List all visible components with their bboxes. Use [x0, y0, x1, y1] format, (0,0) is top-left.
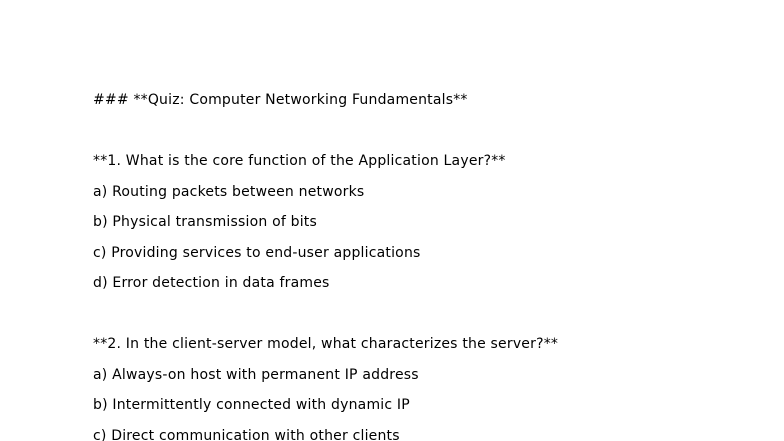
- question-1-option-a: a) Routing packets between networks: [93, 183, 365, 200]
- markdown-heading-line: ### **Quiz: Computer Networking Fundamen…: [93, 92, 468, 108]
- question-2-option-a: a) Always-on host with permanent IP addr…: [93, 366, 419, 383]
- question-2-option-c: c) Direct communication with other clien…: [93, 427, 400, 441]
- question-1-line: **1. What is the core function of the Ap…: [93, 153, 506, 169]
- blank-line: [93, 299, 744, 330]
- question-2-option-b: b) Intermittently connected with dynamic…: [93, 397, 410, 413]
- blank-line: [93, 116, 744, 147]
- question-1-option-c: c) Providing services to end-user applic…: [93, 244, 421, 261]
- question-1-option-d: d) Error detection in data frames: [93, 275, 330, 291]
- question-1-option-b: b) Physical transmission of bits: [93, 214, 317, 230]
- question-2-line: **2. In the client-server model, what ch…: [93, 336, 559, 352]
